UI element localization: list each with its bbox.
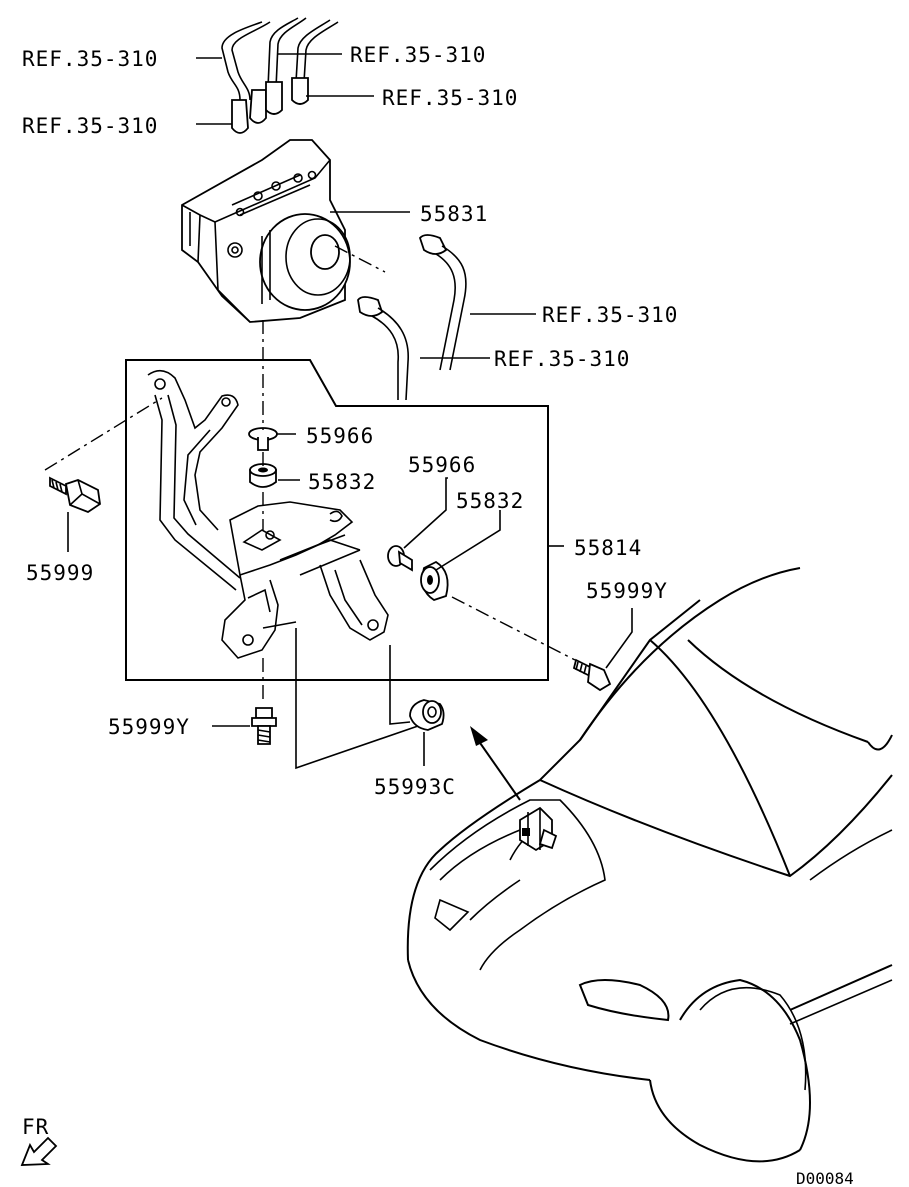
label-55832-side: 55832 (456, 489, 524, 513)
bushing-55832-side (420, 560, 449, 601)
front-direction-icon (20, 1136, 58, 1166)
guide-line-left (295, 628, 419, 770)
label-55999y-lower: 55999Y (108, 715, 190, 739)
label-ref-5: REF.35-310 (542, 303, 678, 327)
vehicle-outline (406, 567, 893, 1163)
label-55831: 55831 (420, 202, 488, 226)
label-ref-3: REF.35-310 (382, 86, 518, 110)
bolt-55999y-lower (251, 707, 277, 745)
grommet-55993c (409, 699, 445, 731)
bolt-55999 (49, 476, 101, 514)
label-55966-upper: 55966 (306, 424, 374, 448)
collar-55966-upper (248, 427, 278, 451)
label-ref-1: REF.35-310 (22, 47, 158, 71)
abs-bracket (147, 369, 389, 659)
guide-line-right (389, 645, 411, 725)
brake-tubes-right (334, 234, 467, 401)
label-ref-6: REF.35-310 (494, 347, 630, 371)
collar-55966-side (387, 545, 413, 572)
bushing-55832-upper (249, 463, 277, 488)
label-55993c: 55993C (374, 775, 456, 799)
drawing-code: D00084 (796, 1169, 854, 1187)
location-arrow (470, 726, 521, 801)
label-55832-upper: 55832 (308, 470, 376, 494)
label-ref-2: REF.35-310 (350, 43, 486, 67)
brake-tubes-top (221, 17, 339, 134)
abs-hydraulic-unit (181, 139, 351, 323)
label-55999y-right: 55999Y (586, 579, 668, 603)
label-fr: FR (22, 1115, 49, 1139)
leader-lines (67, 53, 633, 766)
bracket-assembly-frame (125, 359, 549, 681)
bolt-55999y-right (572, 658, 612, 692)
label-55814: 55814 (574, 536, 642, 560)
label-55966-side: 55966 (408, 453, 476, 477)
label-55999: 55999 (26, 561, 94, 585)
label-ref-4: REF.35-310 (22, 114, 158, 138)
